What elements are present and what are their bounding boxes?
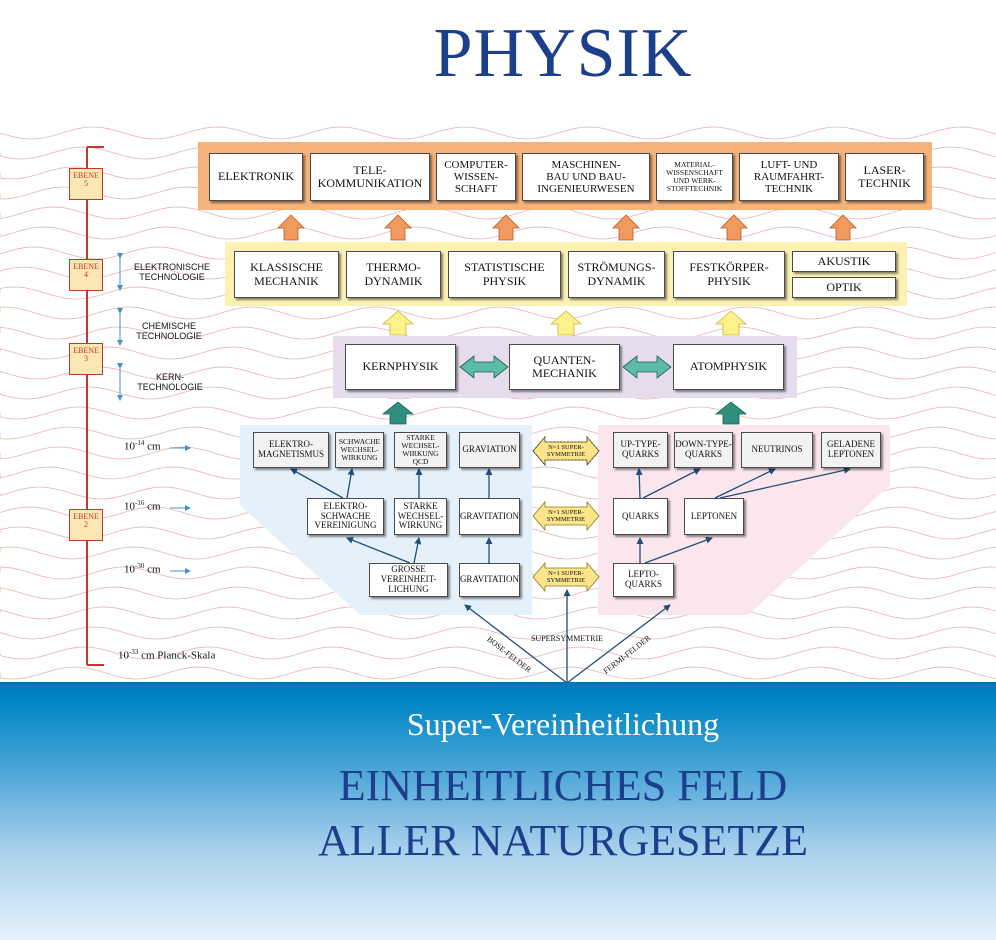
- arrow-up-orange-1: [277, 214, 305, 241]
- box-down-type-quarks: DOWN-TYPE- QUARKS: [674, 432, 733, 468]
- wave-line: [0, 226, 996, 240]
- kern-technologie-label: KERN- TECHNOLOGIE: [137, 372, 203, 393]
- wave-line: [0, 666, 996, 680]
- bottom-gradient-band: [0, 682, 996, 940]
- headline-line-2: ALLER NATURGESETZE: [317, 816, 809, 865]
- susy-label-2: N=1 SUPER- SYMMETRIE: [546, 508, 586, 523]
- box-geladene-leptonen: GELADENE LEPTONEN: [821, 432, 881, 468]
- box-kernphysik: KERNPHYSIK: [345, 344, 456, 390]
- scale-10-30: 10-30 cm: [124, 562, 161, 576]
- box-statistische-physik: STATISTISCHE PHYSIK: [448, 251, 561, 298]
- wave-line: [0, 126, 996, 140]
- box-klassische-mechanik: KLASSISCHE MECHANIK: [234, 251, 339, 298]
- box-gravitation-2: GRAVITATION: [459, 563, 520, 597]
- box-atomphysik: ATOMPHYSIK: [673, 344, 784, 390]
- box-maschinenbau: MASCHINEN- BAU UND BAU- INGENIEURWESEN: [522, 153, 650, 201]
- box-leptoquarks: LEPTO- QUARKS: [613, 563, 674, 597]
- box-elektroschwache-vereinigung: ELEKTRO- SCHWACHE VEREINIGUNG: [307, 498, 384, 535]
- box-akustik: AKUSTIK: [792, 251, 896, 272]
- box-neutrinos: NEUTRINOS: [741, 432, 813, 468]
- box-stroemungsdynamik: STRÖMUNGS- DYNAMIK: [568, 251, 665, 298]
- box-starke-wechselwirkung: STARKE WECHSEL- WIRKUNG: [394, 498, 447, 535]
- box-elektronik: ELEKTRONIK: [209, 153, 303, 201]
- box-starke-wechselwirkung-qcd: STARKE WECHSEL- WIRKUNG QCD: [394, 432, 447, 468]
- scale-10-16: 10-16 cm: [124, 499, 161, 513]
- box-gravitation-1: GRAVITATION: [459, 498, 520, 535]
- wave-line: [0, 306, 996, 320]
- box-thermodynamik: THERMO- DYNAMIK: [346, 251, 441, 298]
- box-quantenmechanik: QUANTEN- MECHANIK: [509, 344, 620, 390]
- box-materialwissenschaft: MATERIAL- WISSENSCHAFT UND WERK- STOFFTE…: [656, 153, 733, 201]
- box-elektromagnetismus: ELEKTRO- MAGNETISMUS: [253, 432, 329, 468]
- box-up-type-quarks: UP-TYPE- QUARKS: [613, 432, 668, 468]
- scale-planck: 10-33 cm Planck-Skala: [118, 648, 216, 662]
- box-schwache-wechselwirkung: SCHWACHE WECHSEL- WIRKUNG: [335, 432, 384, 468]
- headline-line-1: EINHEITLICHES FELD: [338, 761, 788, 810]
- box-lasertechnik: LASER- TECHNIK: [845, 153, 924, 201]
- box-optik: OPTIK: [792, 277, 896, 298]
- chemische-technologie-label: CHEMISCHE TECHNOLOGIE: [136, 321, 202, 342]
- box-graviation: GRAVIATION: [459, 432, 520, 468]
- wave-line: [0, 206, 996, 220]
- box-leptonen: LEPTONEN: [684, 498, 744, 535]
- box-computerwissenschaft: COMPUTER- WISSEN- SCHAFT: [436, 153, 516, 201]
- page-title: PHYSIK: [433, 15, 693, 92]
- wave-line: [0, 626, 996, 640]
- susy-label-3: N=1 SUPER- SYMMETRIE: [546, 569, 586, 584]
- box-luft-raumfahrt: LUFT- UND RAUMFAHRT- TECHNIK: [739, 153, 839, 201]
- subtitle: Super-Vereinheitlichung: [406, 706, 720, 742]
- box-grosse-vereinheitlichung: GROSSE VEREINHEIT- LICHUNG: [369, 563, 448, 597]
- wave-line: [0, 326, 996, 340]
- box-festkoerperphysik: FESTKÖRPER- PHYSIK: [673, 251, 785, 298]
- wave-line: [0, 646, 996, 660]
- box-telekommunikation: TELE- KOMMUNIKATION: [310, 153, 430, 201]
- wave-line: [0, 406, 996, 420]
- scale-10-14: 10-14 cm: [124, 439, 161, 453]
- elektronische-technologie-label: ELEKTRONISCHE TECHNOLOGIE: [133, 262, 211, 283]
- supersymmetrie-label: SUPERSYMMETRIE: [530, 634, 603, 643]
- susy-label-1: N=1 SUPER- SYMMETRIE: [546, 443, 586, 458]
- box-quarks: QUARKS: [613, 498, 668, 535]
